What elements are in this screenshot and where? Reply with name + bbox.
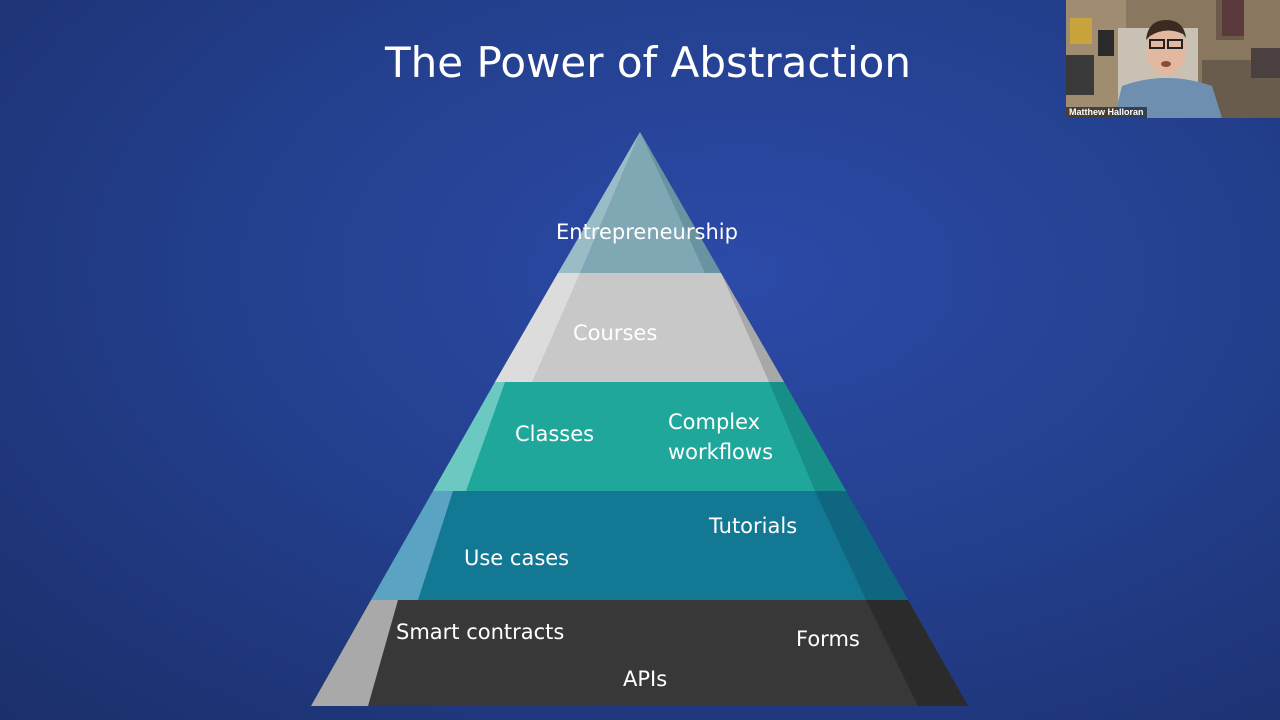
webcam-video-tile[interactable]: [1066, 0, 1280, 118]
label-use-cases: Use cases: [464, 546, 570, 570]
label-complex: Complex: [668, 410, 761, 434]
label-apis: APIs: [623, 667, 668, 691]
label-classes: Classes: [515, 422, 595, 446]
slide-title: The Power of Abstraction: [385, 38, 911, 87]
label-courses: Courses: [573, 321, 658, 345]
pyramid-level-4: [371, 491, 908, 600]
label-entrepreneurship: Entrepreneurship: [556, 220, 738, 244]
webcam-video-frame: [1066, 0, 1280, 118]
pyramid-level-5: [311, 600, 968, 706]
pyramid-level-1: [558, 132, 721, 273]
label-smart-contracts: Smart contracts: [396, 620, 565, 644]
label-tutorials: Tutorials: [709, 514, 798, 538]
label-workflows: workflows: [668, 440, 774, 464]
pyramid-level-2: [495, 273, 784, 382]
participant-name: Matthew Halloran: [1066, 107, 1147, 118]
pyramid-level-3: [433, 382, 846, 491]
label-forms: Forms: [796, 627, 860, 651]
